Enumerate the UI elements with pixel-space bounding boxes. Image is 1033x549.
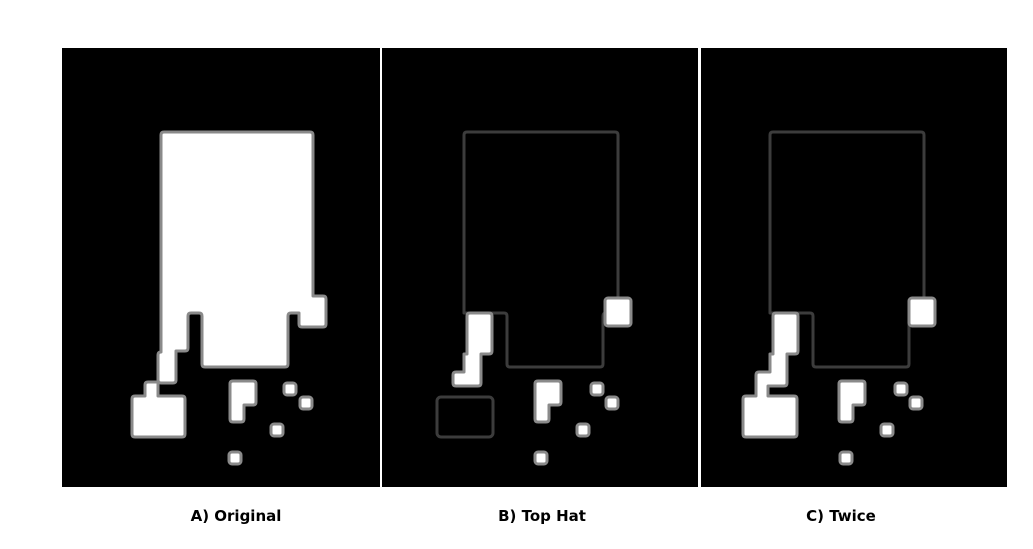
panel-original-canvas xyxy=(130,130,328,466)
caption-top-hat: B) Top Hat xyxy=(498,507,586,525)
small-square xyxy=(838,450,854,466)
small-square xyxy=(575,422,591,438)
small-square xyxy=(908,395,924,411)
residual-strip xyxy=(451,311,494,388)
small-square xyxy=(298,395,314,411)
l-shape-blob xyxy=(533,379,563,424)
l-shape-blob xyxy=(837,379,867,424)
small-square xyxy=(227,450,243,466)
l-shape-blob xyxy=(228,379,258,424)
small-square xyxy=(269,422,285,438)
panel-original xyxy=(62,48,380,487)
small-square xyxy=(604,395,620,411)
small-square xyxy=(282,381,298,397)
small-square xyxy=(879,422,895,438)
caption-original: A) Original xyxy=(190,507,282,525)
stair-blob xyxy=(741,311,800,439)
panel-twice xyxy=(701,48,1007,487)
panel-top-hat-canvas xyxy=(435,130,633,466)
panel-twice-canvas xyxy=(741,130,937,466)
removed-square-outline xyxy=(435,395,495,439)
small-square xyxy=(589,381,605,397)
stair-blob xyxy=(130,380,187,439)
panel-top-hat xyxy=(382,48,698,487)
residual-corner xyxy=(907,296,937,328)
main-blob xyxy=(156,130,328,385)
residual-corner xyxy=(603,296,633,328)
small-square xyxy=(893,381,909,397)
small-square xyxy=(533,450,549,466)
caption-twice: C) Twice xyxy=(806,507,876,525)
